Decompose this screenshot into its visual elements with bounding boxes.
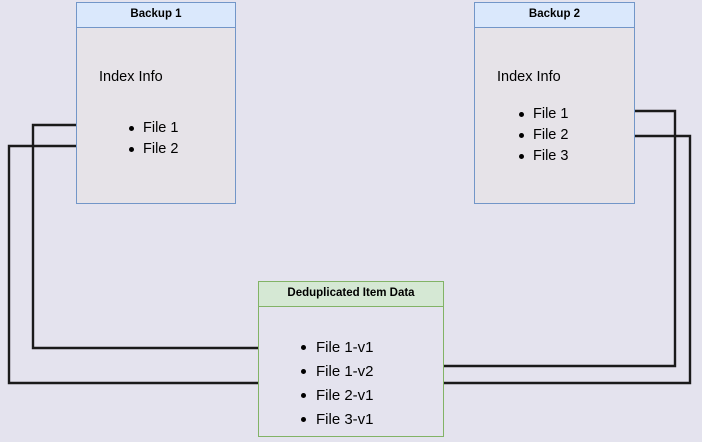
list-item: File 1-v1 [299,336,374,360]
list-item: File 1-v2 [299,360,374,384]
backup-1-file-list: File 1 File 2 [127,118,178,160]
backup-2-index-info-label: Index Info [497,68,561,85]
node-backup-2[interactable]: Backup 2 Index Info File 1 File 2 File 3 [474,2,635,204]
node-backup-1-title: Backup 1 [77,3,235,28]
list-item: File 2 [517,125,568,146]
deduplicated-file-list: File 1-v1 File 1-v2 File 2-v1 File 3-v1 [299,336,374,432]
node-deduplicated-item-data-body: File 1-v1 File 1-v2 File 2-v1 File 3-v1 [259,306,443,436]
list-item: File 1 [127,118,178,139]
node-backup-2-body: Index Info File 1 File 2 File 3 [475,27,634,203]
node-deduplicated-item-data[interactable]: Deduplicated Item Data File 1-v1 File 1-… [258,281,444,437]
node-backup-1[interactable]: Backup 1 Index Info File 1 File 2 [76,2,236,204]
node-backup-2-title: Backup 2 [475,3,634,28]
list-item: File 2-v1 [299,384,374,408]
node-backup-1-body: Index Info File 1 File 2 [77,27,235,203]
list-item: File 3-v1 [299,408,374,432]
backup-1-index-info-label: Index Info [99,68,163,85]
list-item: File 3 [517,146,568,167]
list-item: File 1 [517,104,568,125]
backup-2-file-list: File 1 File 2 File 3 [517,104,568,167]
node-deduplicated-item-data-title: Deduplicated Item Data [259,282,443,307]
list-item: File 2 [127,139,178,160]
